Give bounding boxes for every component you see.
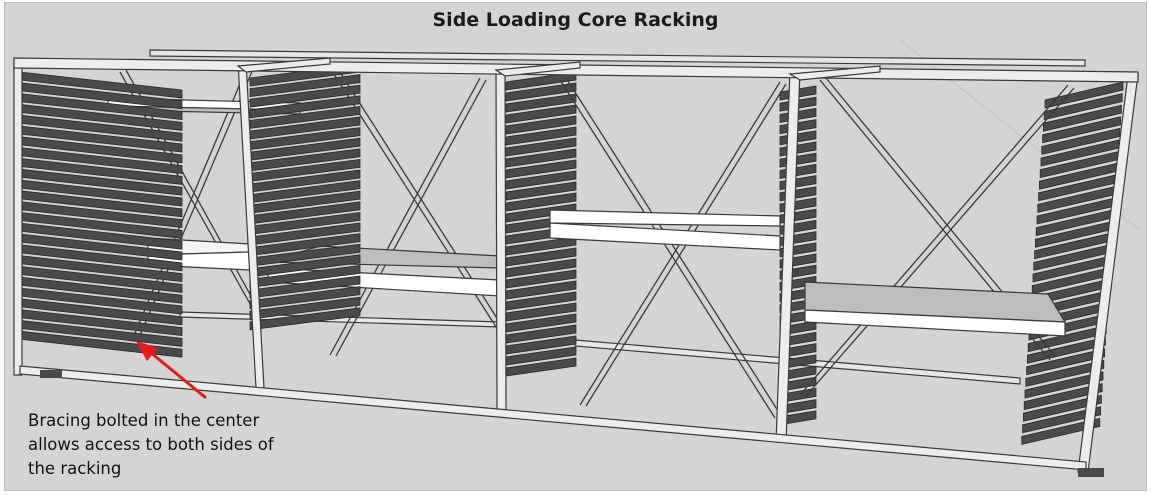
front-rails	[13, 57, 1139, 471]
diagram-title: Side Loading Core Racking	[432, 9, 719, 31]
tray-slat	[249, 307, 361, 331]
tray-slat	[1023, 394, 1102, 422]
tray-slat	[1022, 406, 1101, 434]
tray-slat	[249, 95, 361, 119]
tray-slat	[505, 82, 577, 102]
shelf	[804, 281, 1067, 337]
feet	[40, 370, 1104, 477]
tray-slat	[1024, 371, 1104, 399]
tray-slat	[1021, 417, 1101, 445]
tray-stack-left	[19, 71, 183, 358]
tray-slat	[1027, 325, 1107, 353]
post	[495, 65, 507, 411]
tray-slat	[1023, 383, 1103, 411]
callout-annotation: Bracing bolted in the center allows acce…	[28, 411, 274, 478]
tray-slat	[505, 181, 577, 201]
tray-slat	[505, 159, 577, 179]
tray-slat	[505, 104, 577, 124]
tray-slat	[249, 296, 361, 320]
tray-stack-bay-1-left	[249, 63, 361, 331]
tray-slat	[505, 170, 577, 190]
tray-slat	[505, 148, 577, 168]
tray-slat	[1026, 348, 1105, 376]
tray-slat	[1043, 93, 1123, 121]
tray-slat	[505, 93, 577, 113]
tray-slat	[505, 115, 577, 135]
tray-slat	[249, 286, 361, 310]
callout-arrow	[136, 341, 207, 400]
tray-slat	[249, 275, 361, 299]
tray-slat	[1043, 104, 1122, 132]
shelf	[549, 209, 781, 251]
tray-slat	[1044, 81, 1124, 109]
post	[13, 57, 23, 376]
tray-slat	[505, 137, 577, 157]
tray-slat	[505, 71, 577, 91]
tray-slat	[249, 74, 361, 98]
tray-slat	[1025, 359, 1105, 387]
tray-slat	[505, 126, 577, 146]
tray-slat	[1042, 116, 1121, 144]
tray-slat	[249, 84, 361, 108]
